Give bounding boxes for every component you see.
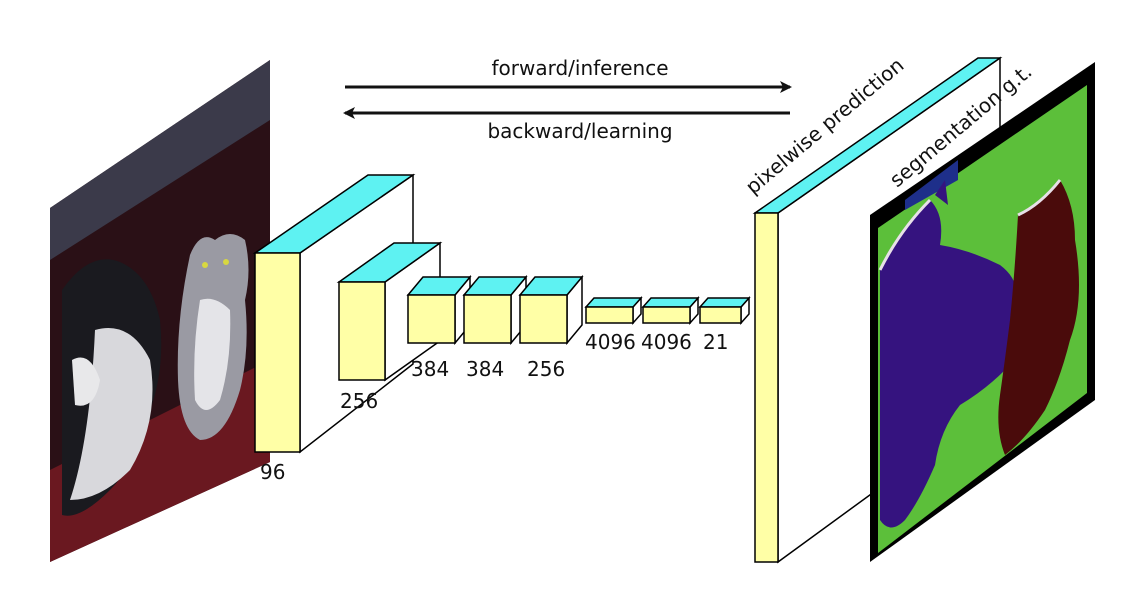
layer-label-2: 256 [340, 389, 378, 413]
layer-label-3: 384 [411, 357, 449, 381]
layer-block-7 [641, 296, 700, 325]
layer-block-5 [518, 274, 584, 346]
segmentation-image [870, 62, 1095, 562]
layer-label-6: 4096 [585, 330, 636, 354]
input-image [50, 60, 270, 562]
layer-block-4 [462, 274, 528, 346]
layer-block-6 [584, 296, 643, 325]
backward-label: backward/learning [487, 119, 672, 143]
forward-label: forward/inference [491, 56, 668, 80]
layer-label-7: 4096 [641, 330, 692, 354]
layer-block-8 [698, 296, 751, 325]
layer-label-8: 21 [703, 330, 728, 354]
layer-label-1: 96 [260, 460, 285, 484]
layer-block-3 [406, 274, 472, 346]
layer-label-5: 256 [527, 357, 565, 381]
layer-label-4: 384 [466, 357, 504, 381]
